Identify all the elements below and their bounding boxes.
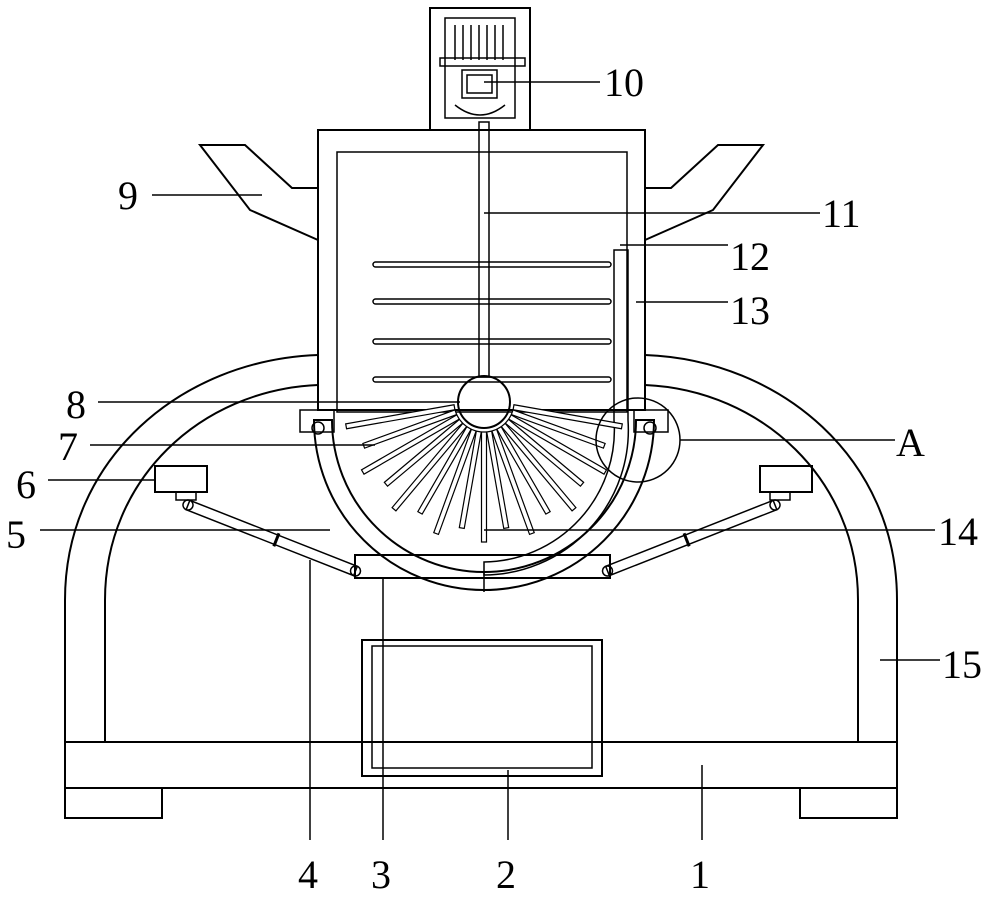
label-13: 13 [730, 288, 770, 333]
label-9: 9 [118, 173, 138, 218]
label-7: 7 [58, 424, 78, 469]
left-foot [65, 788, 162, 818]
label-14: 14 [938, 509, 978, 554]
arch-frame [65, 355, 897, 742]
feed-hoppers [200, 145, 763, 240]
motor [430, 8, 530, 130]
label-10: 10 [604, 60, 644, 105]
right-foot [800, 788, 897, 818]
mixing-tank [318, 130, 645, 412]
rotating-hub [458, 376, 510, 428]
part-labels: 10 11 12 13 9 8 7 6 5 A 14 15 4 3 2 1 [6, 60, 982, 897]
label-15: 15 [942, 642, 982, 687]
label-5: 5 [6, 512, 26, 557]
radial-scrapers [346, 405, 623, 542]
label-8: 8 [66, 382, 86, 427]
label-1: 1 [690, 852, 710, 897]
base-slab [65, 742, 897, 818]
label-a: A [896, 420, 925, 465]
label-2: 2 [496, 852, 516, 897]
collection-box [362, 640, 602, 776]
stirring-paddles [373, 262, 611, 382]
label-12: 12 [730, 234, 770, 279]
scraper-spoke [482, 432, 487, 542]
label-11: 11 [822, 191, 861, 236]
label-4: 4 [298, 852, 318, 897]
label-6: 6 [16, 462, 36, 507]
label-3: 3 [371, 852, 391, 897]
